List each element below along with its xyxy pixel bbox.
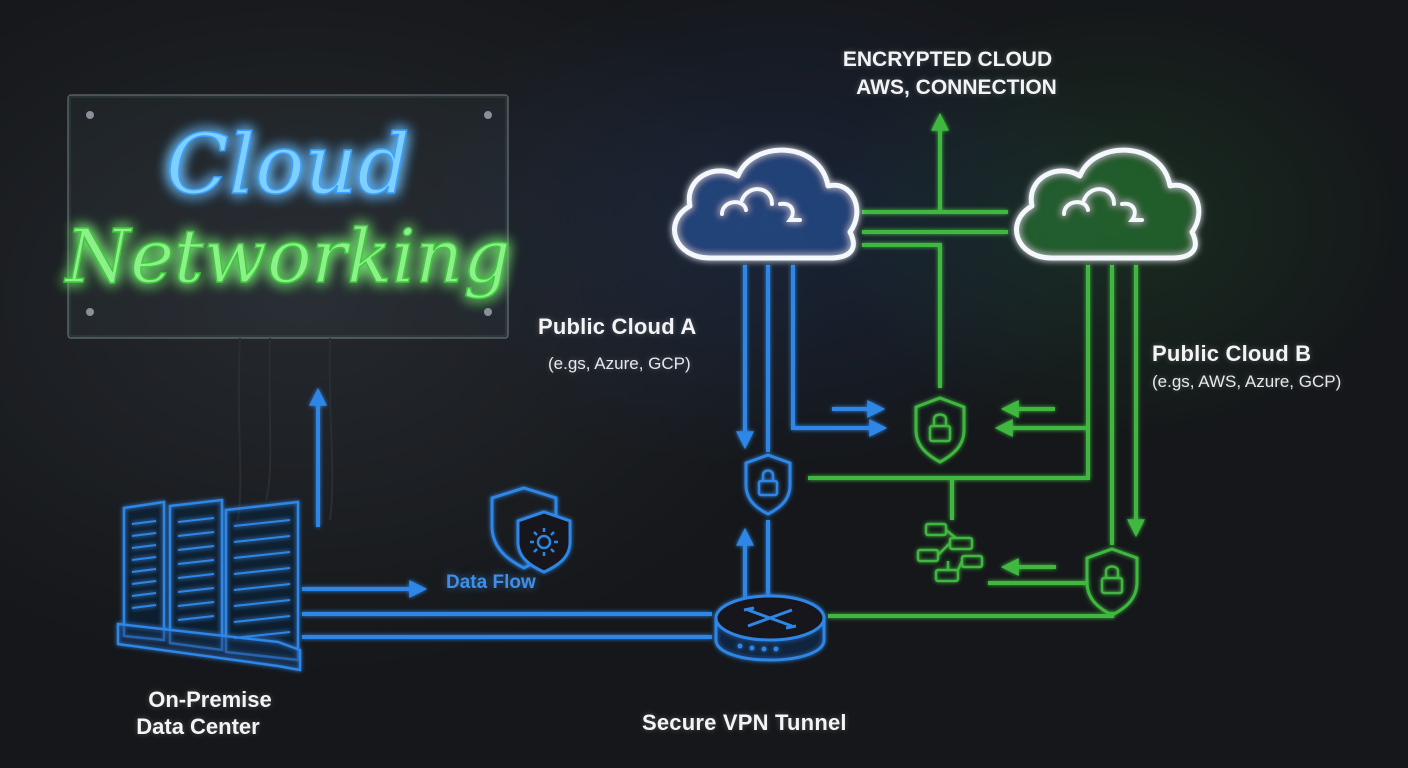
sign-line-1: Cloud: [166, 118, 410, 213]
standoff-bolt: [484, 111, 492, 119]
encrypted-line-1: ENCRYPTED CLOUD: [842, 48, 1053, 71]
cloud-a-subtitle: (e.gs, Azure, GCP): [548, 354, 691, 373]
cloud-a-title: Public Cloud A: [538, 314, 697, 339]
datacenter-line-1: On-Premise: [148, 687, 272, 712]
datacenter-label: On-Premise Data Center: [110, 686, 310, 740]
server-rack-icon: [116, 498, 302, 672]
blue-connection-lines: [302, 265, 888, 639]
cloud-b-title: Public Cloud B: [1152, 341, 1312, 366]
cloud-b-subtitle: (e.gs, AWS, Azure, GCP): [1152, 372, 1342, 391]
sign-line-2: Networking: [63, 214, 510, 300]
green-connection-lines: [808, 112, 1145, 618]
standoff-bolt: [86, 308, 94, 316]
encrypted-line-2: AWS, CONNECTION: [856, 76, 1057, 99]
encrypted-connection-label: ENCRYPTED CLOUD AWS, CONNECTION: [820, 46, 1075, 102]
shield-lock-icon: [744, 453, 792, 516]
neon-sign: Cloud Networking: [63, 94, 511, 521]
standoff-bolt: [484, 308, 492, 316]
cloud-icon: [1014, 147, 1202, 261]
datacenter-line-2: Data Center: [136, 714, 260, 739]
network-topology-icon: [916, 522, 984, 583]
standoff-bolt: [86, 111, 94, 119]
vpn-tunnel-label: Secure VPN Tunnel: [642, 710, 847, 735]
shield-lock-icon: [1085, 547, 1139, 617]
router-icon: [714, 594, 826, 662]
shield-virus-icon: [490, 486, 572, 574]
shield-lock-icon: [914, 396, 966, 464]
data-flow-label: Data Flow: [446, 572, 536, 593]
cloud-icon: [672, 147, 860, 261]
